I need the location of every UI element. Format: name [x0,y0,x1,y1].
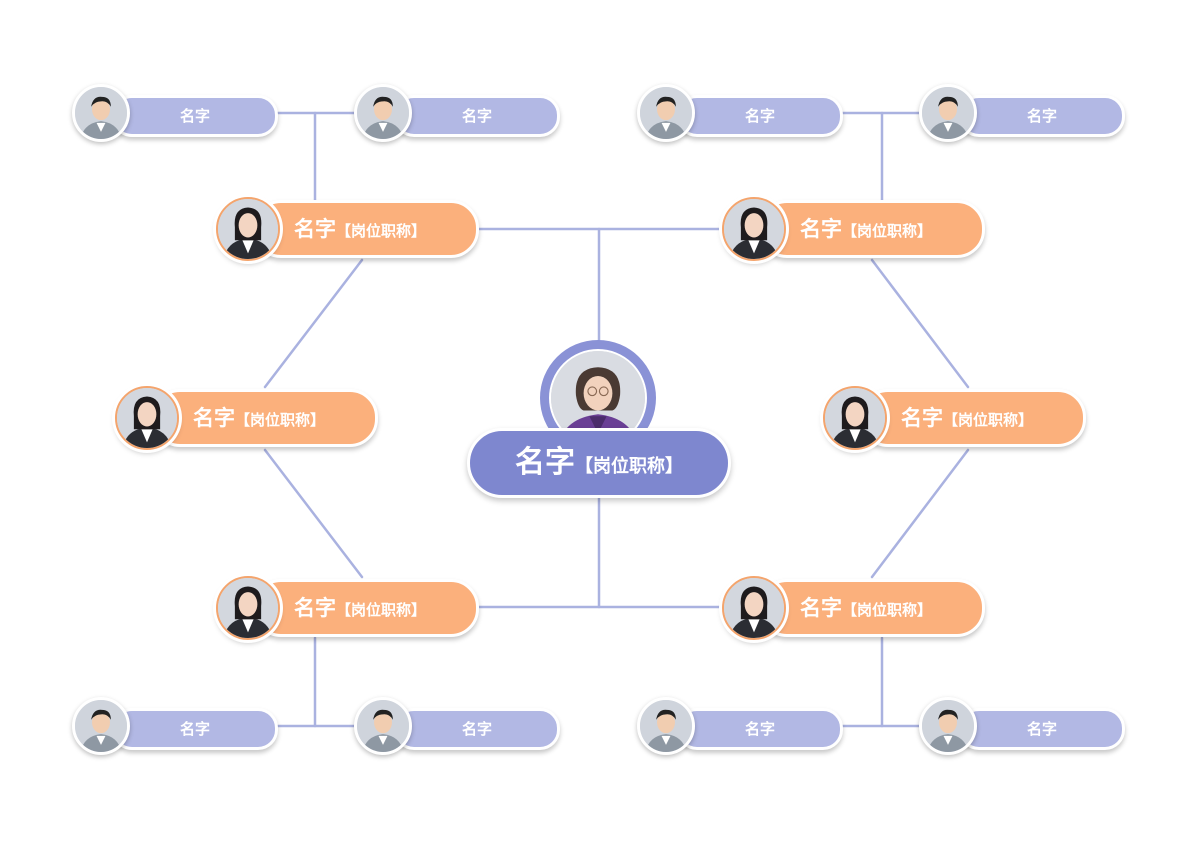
member-avatar [919,697,977,755]
member-avatar [72,84,130,142]
member-avatar [354,84,412,142]
manager-label: 名字【岗位职称】 [253,579,479,637]
manager-title: 【岗位职称】 [842,222,933,240]
manager-label: 名字【岗位职称】 [860,389,1086,447]
manager-title: 【岗位职称】 [235,411,326,429]
manager-label: 名字【岗位职称】 [759,200,985,258]
member-name: 名字 [959,95,1125,137]
manager-avatar [823,386,887,450]
member-avatar [354,697,412,755]
manager-title: 【岗位职称】 [336,601,427,619]
manager-name: 名字 [901,406,943,430]
member-name: 名字 [394,708,560,750]
manager-name: 名字 [294,596,336,620]
manager-label: 名字【岗位职称】 [152,389,378,447]
manager-avatar [722,197,786,261]
manager-avatar [115,386,179,450]
manager-name: 名字 [294,217,336,241]
manager-label: 名字【岗位职称】 [759,579,985,637]
member-name: 名字 [959,708,1125,750]
manager-avatar [722,576,786,640]
center-name: 名字 [515,445,575,480]
center-title: 【岗位职称】 [575,456,683,477]
member-name: 名字 [112,708,278,750]
manager-name: 名字 [800,217,842,241]
manager-name: 名字 [800,596,842,620]
manager-title: 【岗位职称】 [943,411,1034,429]
manager-title: 【岗位职称】 [336,222,427,240]
member-avatar [637,697,695,755]
manager-avatar [216,197,280,261]
member-name: 名字 [394,95,560,137]
manager-name: 名字 [193,406,235,430]
manager-title: 【岗位职称】 [842,601,933,619]
member-avatar [919,84,977,142]
member-avatar [637,84,695,142]
manager-avatar [216,576,280,640]
manager-label: 名字【岗位职称】 [253,200,479,258]
member-name: 名字 [677,95,843,137]
member-avatar [72,697,130,755]
center-label[interactable]: 名字【岗位职称】 [467,428,731,498]
member-name: 名字 [677,708,843,750]
member-name: 名字 [112,95,278,137]
